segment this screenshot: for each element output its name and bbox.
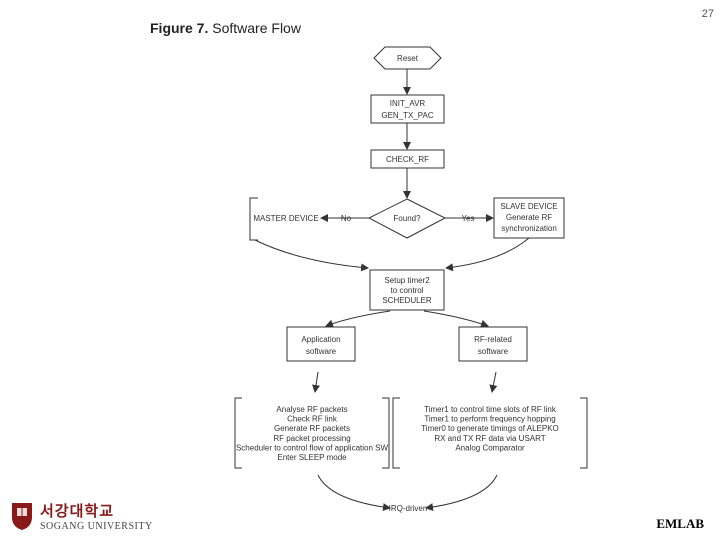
- edge-no-label: No: [341, 214, 352, 223]
- rf-label-2: software: [478, 347, 509, 356]
- master-node: [249, 197, 258, 241]
- setup-timer-node: [369, 269, 445, 311]
- edge-setup-rf: [423, 310, 489, 328]
- app-task-item: RF packet processing: [273, 434, 350, 443]
- edge-rf-list: [489, 371, 498, 393]
- slave-label-1: SLAVE DEVICE: [500, 202, 557, 211]
- edge-master-setup: [254, 239, 369, 272]
- rf-task-item: Analog Comparator: [455, 443, 525, 452]
- page-number: 27: [701, 8, 714, 20]
- figure-caption: Software Flow: [212, 20, 301, 36]
- init-label-1: INIT_AVR: [390, 99, 426, 108]
- found-label: Found?: [393, 214, 421, 223]
- found-decision: [367, 198, 447, 239]
- edge-irq-right: [425, 474, 498, 512]
- figure-label: Figure 7.: [150, 20, 209, 36]
- init-node: [370, 94, 445, 124]
- app-task-item: Enter SLEEP mode: [277, 453, 347, 462]
- app-task-item: Generate RF packets: [274, 424, 350, 433]
- app-list-bracket-right: [382, 397, 390, 469]
- app-label-1: Application: [301, 335, 340, 344]
- setup-label-2: to control: [391, 286, 424, 295]
- rf-task-item: Timer1 to control time slots of RF link: [424, 405, 557, 414]
- rf-task-item: Timer1 to perform frequency hopping: [424, 415, 555, 424]
- setup-label-1: Setup timer2: [384, 276, 430, 285]
- app-list-bracket-left: [234, 397, 242, 469]
- edge-irq-left: [317, 474, 391, 512]
- rf-list-bracket-right: [580, 397, 588, 469]
- edge-app-list: [312, 371, 320, 393]
- university-crest-icon: [12, 503, 32, 530]
- master-label: MASTER DEVICE: [253, 214, 318, 223]
- rf-list-bracket-left: [392, 397, 400, 469]
- slave-node: [493, 197, 565, 239]
- irq-driven-label: IRQ-driven: [389, 504, 428, 513]
- rf-task-item: RX and TX RF data via USART: [434, 434, 545, 443]
- university-logo: 서강대학교 SOGANG UNIVERSITY: [10, 500, 153, 532]
- check-rf-label: CHECK_RF: [386, 155, 429, 164]
- slave-label-3: synchronization: [501, 224, 557, 233]
- rf-node: [458, 326, 528, 362]
- figure-title: Figure 7. Software Flow: [150, 20, 301, 36]
- init-label-2: GEN_TX_PAC: [381, 111, 434, 120]
- rf-label-1: RF-related: [474, 335, 512, 344]
- rf-task-list: Timer1 to control time slots of RF linkT…: [421, 405, 559, 452]
- edge-setup-app: [325, 310, 391, 328]
- app-task-item: Analyse RF packets: [276, 405, 347, 414]
- app-task-item: Check RF link: [287, 415, 338, 424]
- setup-label-3: SCHEDULER: [382, 296, 432, 305]
- lab-name: EMLAB: [656, 516, 704, 531]
- university-name-korean: 서강대학교: [40, 502, 115, 520]
- university-name-english: SOGANG UNIVERSITY: [40, 521, 153, 532]
- edge-slave-setup: [445, 237, 530, 272]
- reset-node: [373, 46, 442, 70]
- application-node: [286, 326, 356, 362]
- slave-label-2: Generate RF: [506, 213, 552, 222]
- app-label-2: software: [306, 347, 337, 356]
- app-task-item: Scheduler to control flow of application…: [236, 443, 389, 452]
- reset-label: Reset: [397, 54, 419, 63]
- edge-yes-label: Yes: [461, 214, 474, 223]
- rf-task-item: Timer0 to generate timings of ALEPKO: [421, 424, 559, 433]
